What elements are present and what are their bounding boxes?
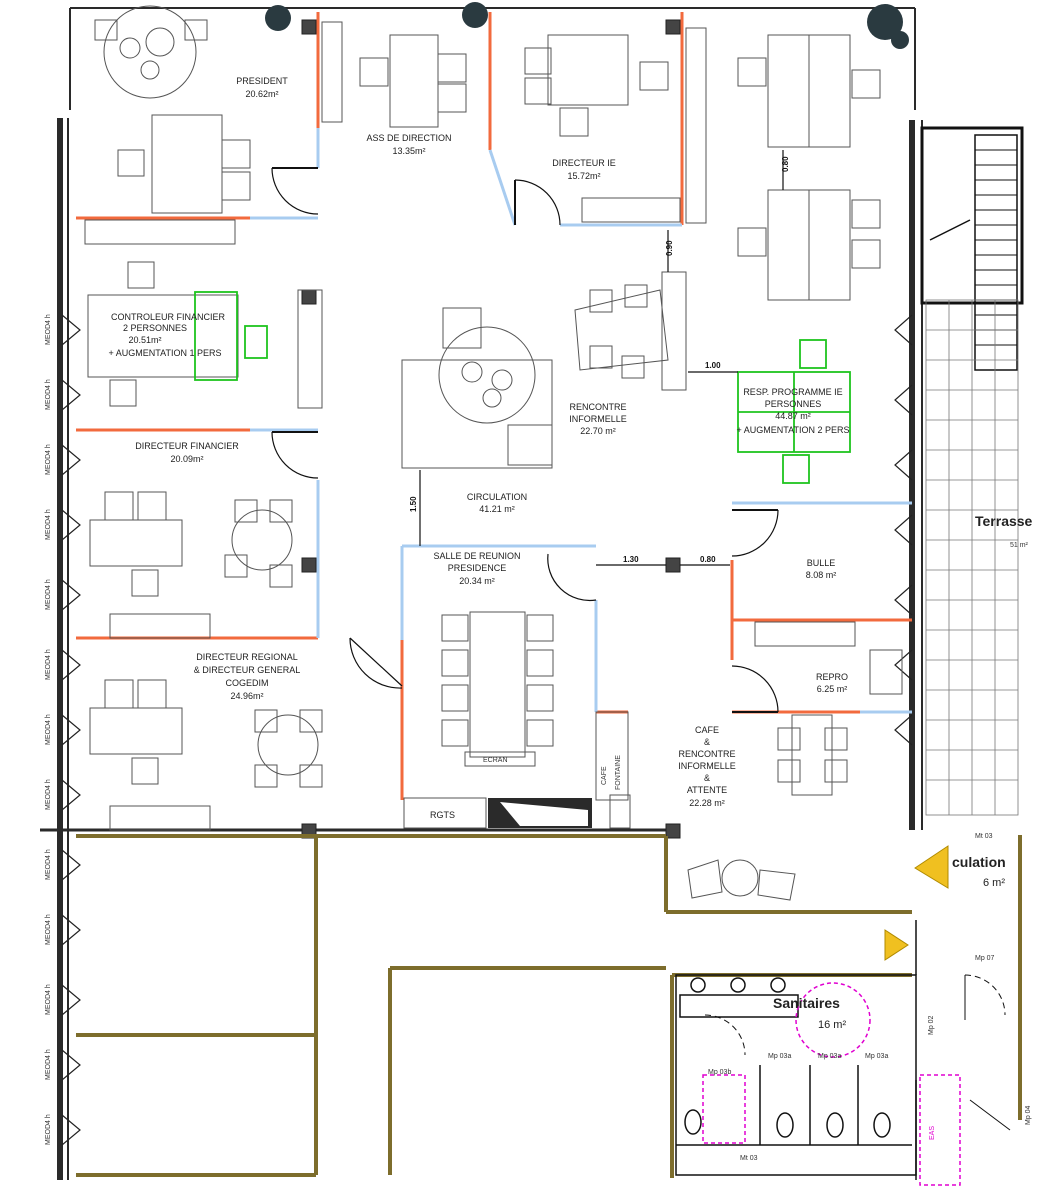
zone-tag: Mp 07: [975, 955, 995, 962]
terrace-grid: [925, 299, 1019, 816]
dimension-label: 1.00: [705, 361, 721, 370]
window-label: MEOD4 h: [45, 509, 52, 540]
plant-symbols: [265, 2, 909, 49]
facade-windows-right: [894, 314, 913, 746]
label-sanitaires-area: 16 m²: [818, 1019, 846, 1031]
label-sanitaires-title: Sanitaires: [773, 995, 840, 1011]
green-highlights: [194, 291, 851, 484]
furniture: [84, 5, 903, 901]
label-cafe-vertical: CAFE: [601, 766, 608, 785]
zone-tag: Mp 03a: [768, 1053, 791, 1060]
zone-tag: Mp 02: [928, 1015, 935, 1035]
zone-tag: Mt 03: [740, 1155, 758, 1162]
dimension-label: 0.80: [781, 156, 790, 172]
window-label: MEOD4 h: [45, 444, 52, 475]
window-label: MEOD4 h: [45, 1114, 52, 1145]
glass-partitions: [250, 128, 912, 714]
label-circulation-area: 6 m²: [983, 877, 1005, 889]
window-label: MEOD4 h: [45, 579, 52, 610]
dimension-label: 0.80: [700, 555, 716, 564]
magenta-markups: [702, 982, 961, 1186]
olive-walls: [76, 834, 1022, 1178]
zone-tag: Mp 04: [1025, 1105, 1032, 1125]
window-label: MEOD4 h: [45, 714, 52, 745]
label-fontaine-vertical: FONTAINE: [615, 755, 622, 790]
facade-window-labels: MEOD4 h MEOD4 h MEOD4 h MEOD4 h MEOD4 h …: [45, 314, 52, 1145]
window-label: MEOD4 h: [45, 779, 52, 810]
window-label: MEOD4 h: [45, 314, 52, 345]
dimension-label: 1.50: [409, 496, 418, 512]
label-terrasse-area: 51 m²: [1010, 542, 1029, 549]
structural-posts: [301, 19, 681, 839]
dimension-label: 1.30: [623, 555, 639, 564]
window-label: MEOD4 h: [45, 849, 52, 880]
window-label: MEOD4 h: [45, 914, 52, 945]
window-label: MEOD4 h: [45, 984, 52, 1015]
zone-tags: Mt 03 Mp 07 Mp 02 Mp 03a Mp 03a Mp 03a M…: [708, 833, 1032, 1162]
dimension-label: 0.90: [665, 240, 674, 256]
zone-tag: Mt 03: [975, 833, 993, 840]
window-label: MEOD4 h: [45, 379, 52, 410]
doors: [271, 167, 779, 713]
zone-tag: Mp 03a: [865, 1053, 888, 1060]
label-ecran: ECRAN: [483, 757, 508, 764]
zone-tag: Mp 03b: [708, 1069, 731, 1076]
window-label: MEOD4 h: [45, 1049, 52, 1080]
label-eas: EAS: [929, 1126, 936, 1140]
small-labels: ECRAN RGTS CAFE FONTAINE Terrasse 51 m² …: [430, 513, 1033, 1140]
yellow-markers: [884, 845, 949, 961]
zone-tag: Mp 03a: [818, 1053, 841, 1060]
facade-windows-left: [61, 314, 81, 1146]
dimension-lines: [419, 150, 784, 566]
label-circulation-title: culation: [952, 854, 1006, 870]
dimension-labels: 0.80 0.90 1.00 1.50 1.30 0.80: [409, 156, 790, 564]
label-terrasse: Terrasse: [975, 513, 1033, 529]
window-label: MEOD4 h: [45, 649, 52, 680]
sanitaires-block: [675, 920, 1011, 1180]
label-rgts: RGTS: [430, 810, 455, 820]
